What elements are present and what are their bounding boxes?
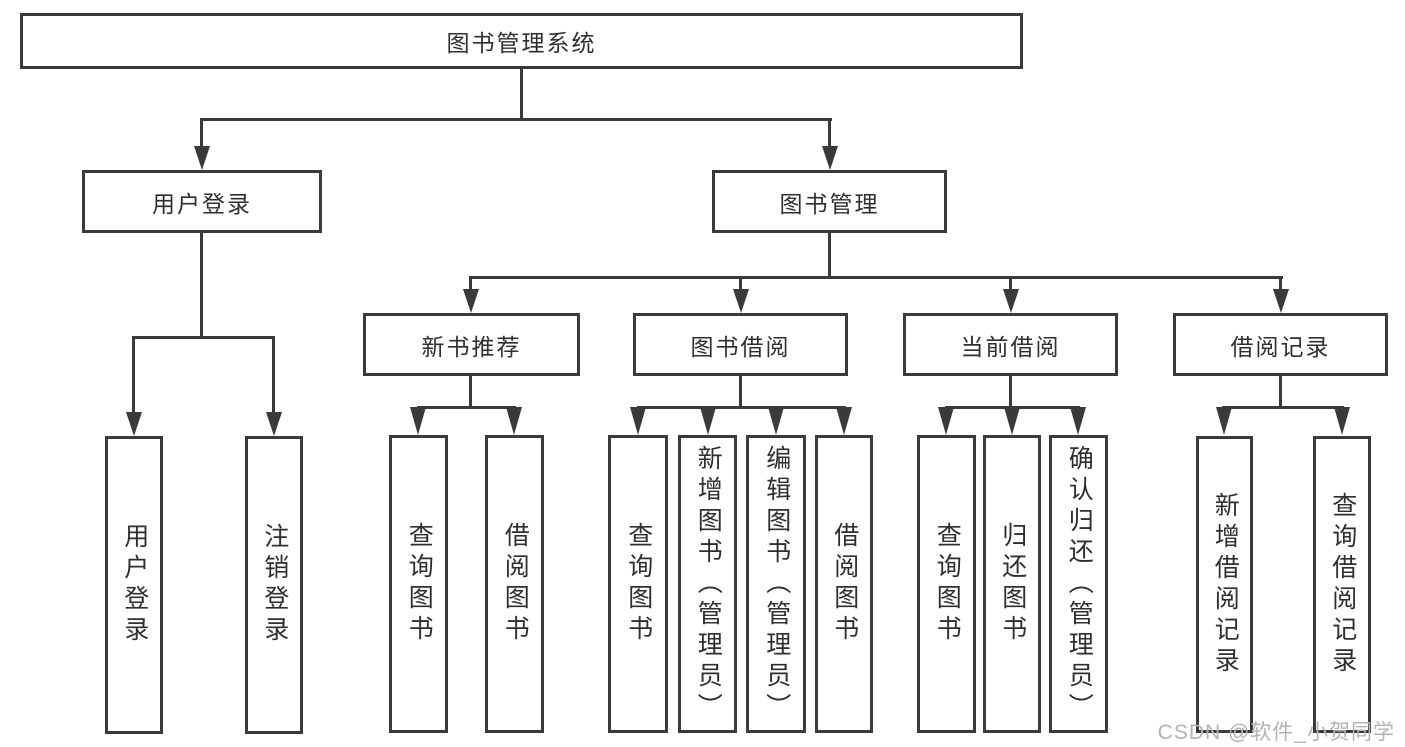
csdn-watermark: CSDN @软件_小贺同学 (1157, 721, 1395, 744)
connector-drop-user-login (200, 118, 203, 148)
down-arrow (1070, 407, 1086, 435)
node-library-management-system: 图书管理系统 (20, 13, 1023, 69)
connector-borrow-records-bar (1222, 406, 1344, 409)
down-arrow (506, 407, 522, 435)
node-leaf-borrow-books-borrow: 借阅图书 (815, 435, 873, 733)
connector-root-stem (520, 69, 523, 118)
node-leaf-query-books-recommend: 查询图书 (389, 435, 448, 733)
connector-new-book-bar (417, 406, 516, 409)
node-new-book-recommend: 新书推荐 (363, 313, 580, 376)
node-leaf-logout: 注销登录 (245, 436, 303, 734)
node-leaf-borrow-books-recommend: 借阅图书 (485, 435, 544, 733)
node-user-login: 用户登录 (82, 170, 322, 233)
connector-drop-borrow-records (1279, 276, 1282, 290)
down-arrow (700, 407, 716, 435)
down-arrow (1003, 289, 1019, 313)
connector-book-management-stem (828, 233, 831, 278)
connector-level1-bar (200, 118, 832, 121)
connector-drop-current-borrow (1009, 276, 1012, 290)
connector-level2-bar (469, 276, 1283, 279)
connector-drop-book-borrow (739, 276, 742, 290)
down-arrow (266, 412, 282, 436)
connector-drop-new-book (469, 276, 472, 290)
connector-drop-leaf-logout (272, 336, 275, 414)
down-arrow (836, 407, 852, 435)
connector-drop-leaf-user-login (132, 336, 135, 414)
down-arrow (410, 407, 426, 435)
node-current-borrow: 当前借阅 (903, 313, 1118, 376)
down-arrow (768, 407, 784, 435)
down-arrow (1334, 407, 1350, 435)
node-leaf-query-borrow-record: 查询借阅记录 (1313, 436, 1371, 733)
connector-book-borrow-bar (637, 406, 846, 409)
connector-book-borrow-stem (739, 376, 742, 406)
node-book-management: 图书管理 (712, 170, 947, 233)
node-borrow-records: 借阅记录 (1173, 313, 1388, 376)
node-leaf-edit-books-admin: 编辑图书（管理员） (746, 435, 806, 733)
node-leaf-query-books-borrow: 查询图书 (608, 435, 668, 733)
connector-drop-book-management (828, 118, 831, 148)
down-arrow (938, 407, 954, 435)
down-arrow (1216, 407, 1232, 435)
node-leaf-user-login: 用户登录 (105, 436, 163, 734)
down-arrow (463, 289, 479, 313)
down-arrow (194, 146, 210, 170)
connector-new-book-stem (469, 376, 472, 406)
down-arrow (733, 289, 749, 313)
connector-user-login-stem (200, 233, 203, 336)
connector-user-login-bar (132, 336, 275, 339)
node-leaf-confirm-return-admin: 确认归还（管理员） (1049, 435, 1108, 733)
node-leaf-add-books-admin: 新增图书（管理员） (678, 435, 737, 733)
connector-current-borrow-stem (1009, 376, 1012, 406)
down-arrow (822, 146, 838, 170)
down-arrow (1004, 407, 1020, 435)
connector-borrow-records-stem (1279, 376, 1282, 406)
node-book-borrow: 图书借阅 (633, 313, 848, 376)
node-leaf-add-borrow-record: 新增借阅记录 (1196, 436, 1253, 733)
down-arrow (630, 407, 646, 435)
node-leaf-query-books-current: 查询图书 (917, 435, 976, 733)
down-arrow (126, 412, 142, 436)
down-arrow (1273, 289, 1289, 313)
node-leaf-return-books: 归还图书 (983, 435, 1041, 733)
